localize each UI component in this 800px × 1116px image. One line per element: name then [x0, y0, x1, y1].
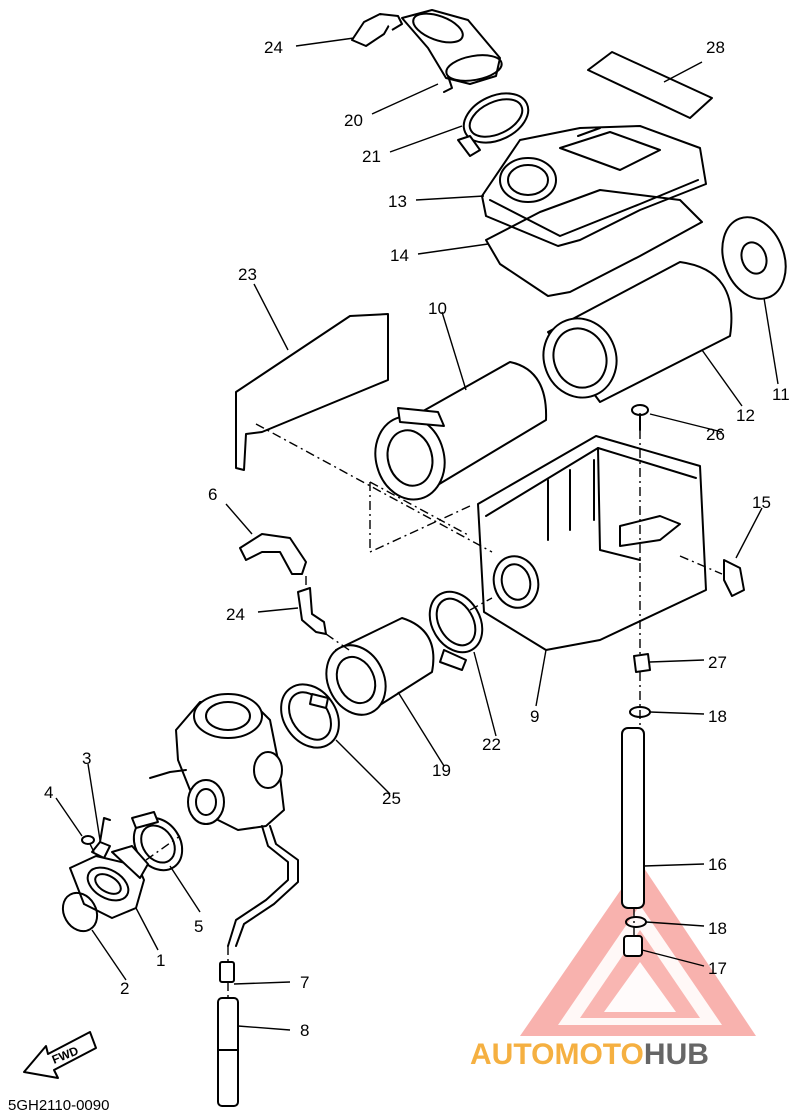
- watermark-auto: AUTO: [470, 1038, 554, 1071]
- callout-13: 13: [388, 192, 407, 211]
- part-23-shield-plate: [235, 313, 389, 471]
- callout-7: 7: [300, 973, 309, 992]
- callout-16: 16: [708, 855, 727, 874]
- part-4-washer: [81, 835, 95, 845]
- part-25-hose-clamp: [280, 683, 340, 749]
- callout-8: 8: [300, 1021, 309, 1040]
- callout-labels: 24 20 21 13 14 28 11 12 23 10 26 15 6 24…: [44, 38, 790, 1040]
- part-8-drain-hose: [217, 997, 239, 1107]
- callout-25: 25: [382, 789, 401, 808]
- callout-24-top: 24: [264, 38, 283, 57]
- carburetor-assembly: [149, 693, 299, 947]
- part-12-filter-element: [542, 261, 733, 403]
- part-20-intake-duct: [401, 9, 503, 93]
- callout-22: 22: [482, 735, 501, 754]
- part-27-drain-fitting: [633, 653, 651, 673]
- part-5-hose-clamp: [131, 811, 184, 872]
- callout-1: 1: [156, 951, 165, 970]
- callout-27: 27: [708, 653, 727, 672]
- callout-11: 11: [772, 385, 790, 404]
- part-3-bolt: [91, 817, 111, 859]
- part-26-screw: [631, 404, 649, 431]
- part-21-hose-clamp: [457, 92, 530, 157]
- callout-18-lower: 18: [708, 919, 727, 938]
- callout-15: 15: [752, 493, 771, 512]
- callout-4: 4: [44, 783, 53, 802]
- callout-9: 9: [530, 707, 539, 726]
- callout-26: 26: [706, 425, 725, 444]
- callout-17: 17: [708, 959, 727, 978]
- callout-28: 28: [706, 38, 725, 57]
- assembly-centerlines: [89, 423, 723, 998]
- part-16-drain-hose: [621, 727, 645, 909]
- callout-3: 3: [82, 749, 91, 768]
- callout-18-upper: 18: [708, 707, 727, 726]
- part-1-carburetor-joint: [69, 845, 149, 919]
- callout-2: 2: [120, 979, 129, 998]
- part-28-label-sticker: [587, 51, 713, 119]
- callout-24-mid: 24: [226, 605, 245, 624]
- callout-10: 10: [428, 299, 447, 318]
- part-13-air-box-cap: [481, 125, 707, 247]
- part-22-hose-clamp: [428, 590, 484, 671]
- callout-6: 6: [208, 485, 217, 504]
- part-9-air-box: [477, 435, 707, 651]
- leader-lines: [55, 37, 779, 1031]
- part-14-gasket: [485, 189, 703, 297]
- part-11-end-cover: [721, 216, 787, 300]
- svg-text:AUTOMOTOHUB: AUTOMOTOHUB: [470, 1038, 709, 1071]
- part-6-breather-hose: [239, 533, 307, 575]
- part-19-air-filter-joint: [325, 617, 435, 716]
- callout-5: 5: [194, 917, 203, 936]
- callout-12: 12: [736, 406, 755, 425]
- callout-23: 23: [238, 265, 257, 284]
- part-24-breather-elbow-lower: [297, 587, 327, 635]
- watermark-hub: HUB: [644, 1038, 709, 1071]
- watermark-moto: MOTO: [554, 1038, 643, 1071]
- callout-20: 20: [344, 111, 363, 130]
- part-24-breather-elbow-top: [351, 13, 403, 47]
- callout-14: 14: [390, 246, 409, 265]
- part-15-clip: [723, 559, 745, 597]
- fwd-direction-arrow: FWD: [23, 1031, 97, 1079]
- part-10-filter-guide: [374, 361, 548, 501]
- diagram-code: 5GH2110-0090: [8, 1097, 109, 1114]
- part-2-o-ring: [61, 891, 99, 933]
- callout-21: 21: [362, 147, 381, 166]
- part-7-plug: [219, 961, 235, 983]
- part-17-drain-plug: [623, 935, 643, 957]
- callout-19: 19: [432, 761, 451, 780]
